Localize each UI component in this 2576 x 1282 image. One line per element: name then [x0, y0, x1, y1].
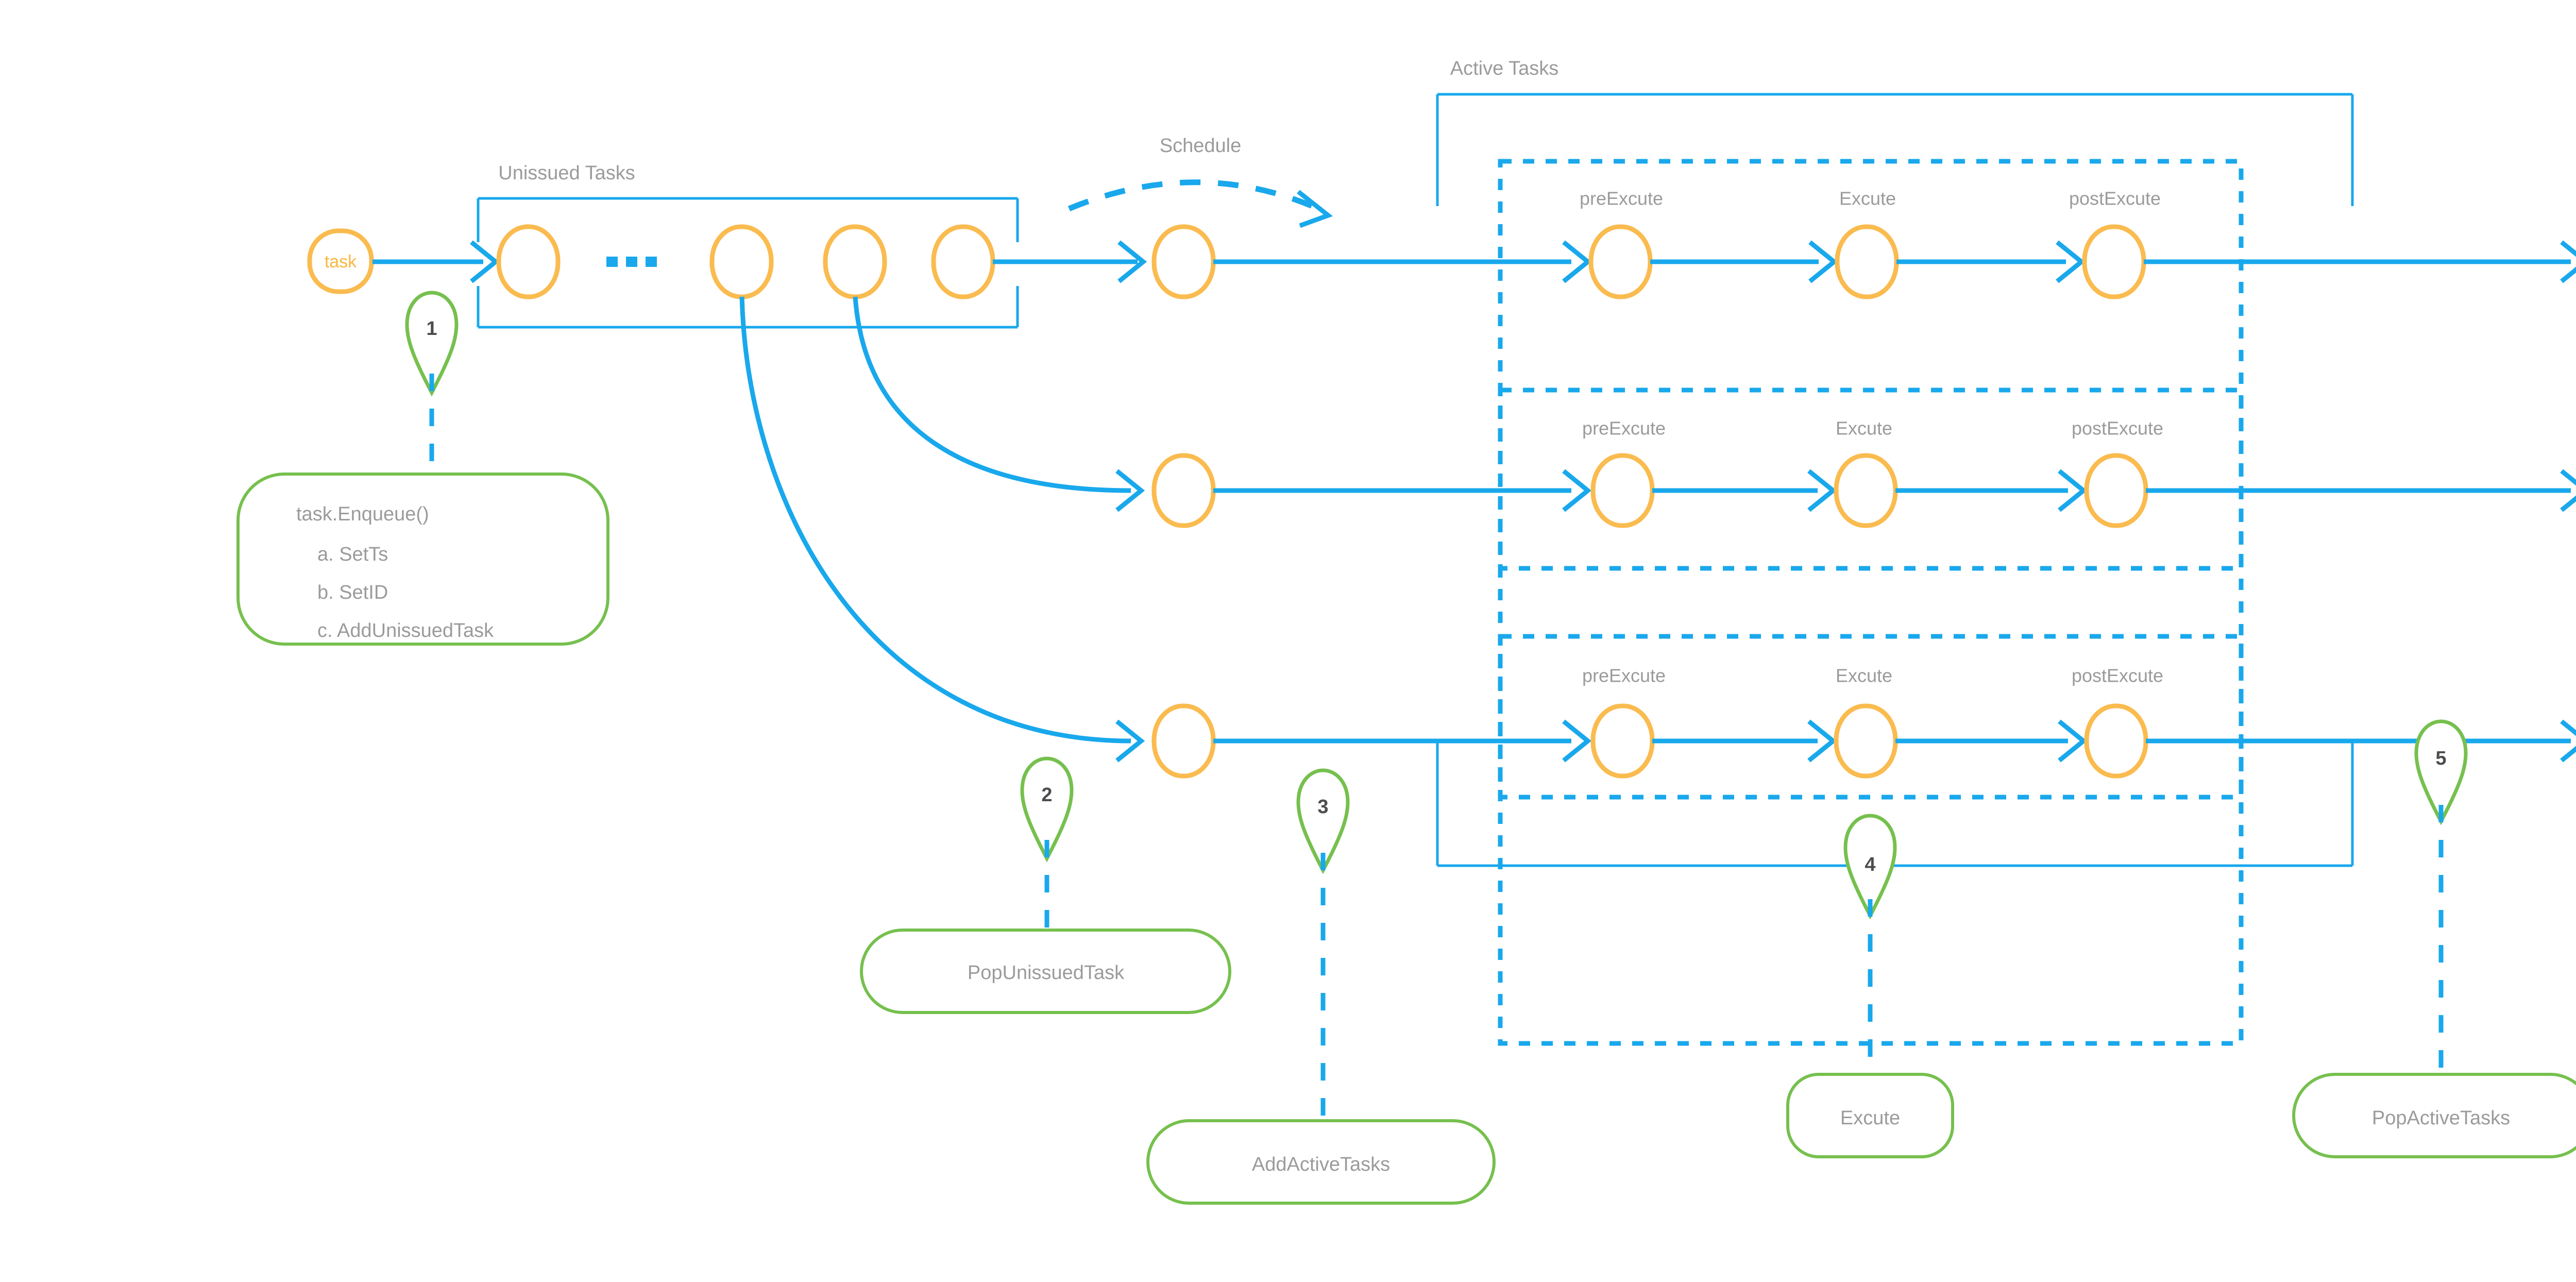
schedule-arc-arrow: [1067, 179, 1333, 228]
row-2-stage-label-1: Excute: [1836, 418, 1892, 439]
row-3-arrow-1-2: [2058, 719, 2088, 763]
row-1-stage-node-2[interactable]: [2082, 224, 2146, 299]
active-tasks-label: Active Tasks: [1450, 58, 1558, 79]
marker-3-number: 3: [1317, 796, 1328, 818]
row-3-arrow-0-1: [1807, 719, 1837, 763]
callout-3[interactable]: AddActiveTasks: [1146, 1119, 1496, 1205]
callout-4-line-0: Excute: [1840, 1107, 1900, 1129]
row-1-exit-arrow: [2560, 240, 2576, 283]
row-1-arrow-0-1: [1808, 240, 1838, 283]
row-3-stage-label-1: Excute: [1836, 665, 1892, 686]
source-task-node[interactable]: task: [307, 228, 374, 294]
queue-node-4[interactable]: [931, 224, 995, 299]
row-3-stage-node-0[interactable]: [1590, 703, 1655, 779]
row-3-stage-label-0: preExcute: [1582, 665, 1666, 686]
callout-3-line-0: AddActiveTasks: [1252, 1154, 1390, 1175]
row-2-stage-node-1[interactable]: [1834, 453, 1898, 528]
row-2-arrow-1-2: [2058, 469, 2088, 512]
unissued-tasks-bracket: [477, 197, 1019, 329]
marker-1-number: 1: [426, 318, 437, 340]
queue-ellipsis: [606, 257, 657, 267]
row-2-exit-arrow: [2560, 469, 2576, 512]
callout-1-line-3: c. AddUnissuedTask: [317, 620, 494, 642]
row-2-dashed-box: [1498, 387, 2244, 800]
row-3-stage-node-2[interactable]: [2084, 703, 2148, 779]
callout-2-line-0: PopUnissuedTask: [968, 962, 1125, 984]
row-2-entry-node[interactable]: [1151, 453, 1216, 528]
marker-4[interactable]: 4: [1843, 814, 1897, 920]
row-1-dashed-box: [1498, 159, 2244, 571]
callout-1-line-1: a. SetTs: [317, 544, 388, 565]
arrow-queue-to-schedule: [993, 240, 1147, 283]
row-1-stage-label-2: postExcute: [2069, 188, 2161, 209]
active-tasks-bracket: [1436, 93, 2354, 867]
row-3-stage-label-2: postExcute: [2072, 665, 2163, 686]
callout-1-line-2: b. SetID: [317, 582, 388, 603]
curve-queue3-to-row2: [853, 296, 1145, 512]
row-2-pipeline: preExcute Excute postExcute: [1151, 387, 2576, 800]
row-2-arrow-0-1: [1807, 469, 1837, 512]
row-2-arrow-pre: [1562, 469, 1592, 512]
row-1-stage-node-0[interactable]: [1588, 224, 1653, 299]
callout-2[interactable]: PopUnissuedTask: [860, 929, 1231, 1014]
marker-1[interactable]: 1: [405, 291, 459, 397]
callout-1-line-0: task.Enqueue(): [296, 503, 429, 525]
unissued-tasks-label: Unissued Tasks: [498, 162, 635, 184]
curve-queue2-to-row3: [739, 296, 1145, 763]
callout-1[interactable]: task.Enqueue() a. SetTs b. SetID c. AddU…: [236, 473, 609, 646]
row-3-arrow-pre: [1562, 719, 1592, 763]
arrow-source-to-queue: [372, 240, 500, 283]
marker-3[interactable]: 3: [1296, 768, 1350, 874]
queue-node-2[interactable]: [709, 224, 774, 299]
marker-4-number: 4: [1865, 854, 1875, 875]
row-1-stage-label-1: Excute: [1839, 188, 1896, 209]
row-1-stage-label-0: preExcute: [1580, 188, 1663, 209]
row-2-stage-node-2[interactable]: [2084, 453, 2148, 528]
marker-5-number: 5: [2435, 748, 2446, 769]
marker-2[interactable]: 2: [1020, 756, 1074, 863]
row-1-stage-node-1[interactable]: [1835, 224, 1899, 299]
row-2-stage-label-0: preExcute: [1582, 418, 1666, 439]
callout-5[interactable]: PopActiveTasks: [2292, 1073, 2576, 1158]
queue-node-3[interactable]: [823, 224, 887, 299]
schedule-label: Schedule: [1160, 135, 1241, 157]
row-1-entry-node[interactable]: [1151, 224, 1216, 299]
row-2-stage-node-0[interactable]: [1590, 453, 1655, 528]
callout-4[interactable]: Excute: [1786, 1073, 1954, 1158]
row-3-pipeline: preExcute Excute postExcute: [1151, 634, 2576, 1046]
source-task-label: task: [325, 252, 357, 272]
row-3-exit-arrow: [2560, 719, 2576, 763]
marker-5[interactable]: 5: [2414, 719, 2468, 825]
row-3-stage-node-1[interactable]: [1834, 703, 1898, 779]
callout-5-line-0: PopActiveTasks: [2372, 1107, 2510, 1129]
row-1-arrow-1-2: [2056, 240, 2086, 283]
row-1-pipeline: preExcute Excute postExcute: [1151, 159, 2576, 571]
queue-node-1[interactable]: [496, 224, 561, 299]
row-3-dashed-box: [1498, 634, 2244, 1046]
row-2-stage-label-2: postExcute: [2072, 418, 2163, 439]
marker-2-number: 2: [1041, 784, 1052, 806]
row-3-entry-node[interactable]: [1151, 703, 1216, 779]
row-1-arrow-pre: [1562, 240, 1592, 283]
